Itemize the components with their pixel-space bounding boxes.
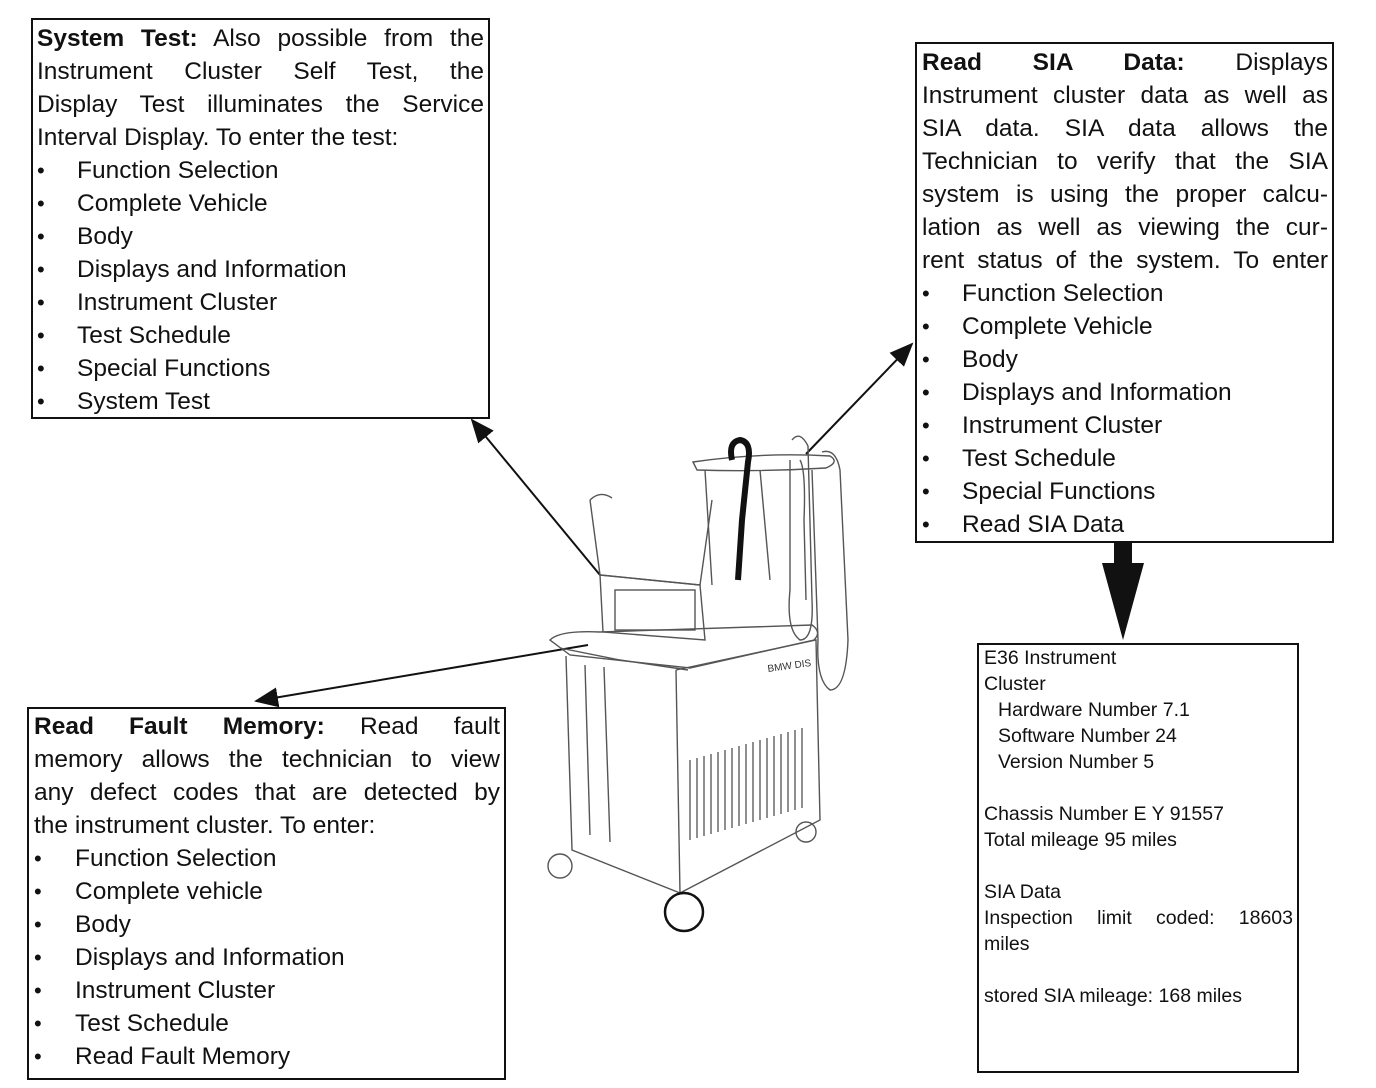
readout-inspection-limit-unit: miles [984, 933, 1030, 955]
system-test-callout: System Test: Also possible from the Inst… [31, 18, 490, 419]
list-item: Function Selection [922, 277, 1328, 310]
step-label: Instrument Cluster [75, 977, 276, 1004]
step-label: Body [962, 346, 1018, 373]
list-item: Special Functions [37, 352, 484, 385]
readout-software-number: Software Number 24 [998, 725, 1177, 747]
step-label: Special Functions [77, 355, 271, 382]
step-label: Function Selection [962, 280, 1164, 307]
list-item: Body [922, 343, 1328, 376]
readout-title-line-2: Cluster [984, 673, 1046, 695]
read-sia-steps: Function Selection Complete Vehicle Body… [922, 277, 1328, 541]
list-item: Displays and Information [34, 941, 500, 974]
list-item: Test Schedule [34, 1007, 500, 1040]
step-label: Read Fault Memory [75, 1043, 291, 1070]
read-fault-line-4: the instrument cluster. To enter: [34, 812, 376, 839]
system-test-text-1: Also possible from the [213, 25, 484, 52]
read-sia-line-1: Read SIA Data: Displays [922, 46, 1328, 79]
read-fault-line-2: memory allows the technician to view [34, 746, 500, 773]
step-label: Complete Vehicle [77, 190, 268, 217]
readout-hardware-number: Hardware Number 7.1 [998, 699, 1190, 721]
readout-total-mileage: Total mileage 95 miles [984, 829, 1177, 851]
step-label: Body [77, 223, 133, 250]
list-item: Displays and Information [922, 376, 1328, 409]
step-label: Function Selection [77, 157, 279, 184]
step-label: Test Schedule [962, 445, 1116, 472]
readout-title-line-1: E36 Instrument [984, 647, 1117, 669]
read-sia-line-4: Technician to verify that the SIA [922, 148, 1328, 175]
system-test-line-2: Instrument Cluster Self Test, the [37, 58, 484, 85]
read-fault-memory-callout: Read Fault Memory: Read fault memory all… [27, 707, 506, 1080]
read-sia-line-3: SIA data. SIA data allows the [922, 115, 1328, 142]
list-item: Function Selection [37, 154, 484, 187]
step-label: Test Schedule [77, 322, 231, 349]
read-sia-line-6: lation as well as viewing the cur- [922, 214, 1328, 241]
system-test-line-4: Interval Display. To enter the test: [37, 124, 399, 151]
list-item: Instrument Cluster [37, 286, 484, 319]
step-label: System Test [77, 388, 210, 415]
list-item: Complete Vehicle [922, 310, 1328, 343]
list-item: Body [37, 220, 484, 253]
step-label: Displays and Information [962, 379, 1232, 406]
read-sia-line-7: rent status of the system. To enter [922, 247, 1328, 274]
arrow-to-read-fault [254, 644, 589, 708]
down-arrow-to-readout [1102, 543, 1144, 640]
read-fault-line-1: Read Fault Memory: Read fault [34, 710, 500, 743]
step-label: Instrument Cluster [77, 289, 278, 316]
list-item: Body [34, 908, 500, 941]
read-sia-callout: Read SIA Data: Displays Instrument clust… [915, 42, 1334, 543]
step-label: Displays and Information [77, 256, 347, 283]
list-item: Read SIA Data [922, 508, 1328, 541]
readout-chassis-number: Chassis Number E Y 91557 [984, 803, 1224, 825]
read-fault-line-3: any defect codes that are detected by [34, 779, 500, 806]
list-item: System Test [37, 385, 484, 418]
system-test-line-3: Display Test illuminates the Service [37, 91, 484, 118]
readout-sia-header: SIA Data [984, 881, 1061, 903]
readout-inspection-limit: Inspection limit coded: 18603 [984, 907, 1293, 929]
step-label: Read SIA Data [962, 511, 1125, 538]
step-label: Function Selection [75, 845, 277, 872]
read-sia-line-5: system is using the proper calcu- [922, 181, 1328, 208]
read-fault-steps: Function Selection Complete vehicle Body… [34, 842, 500, 1073]
system-test-line-1: System Test: Also possible from the [37, 22, 484, 55]
step-label: Body [75, 911, 131, 938]
read-sia-heading: Read SIA Data: [922, 49, 1185, 76]
list-item: Special Functions [922, 475, 1328, 508]
readout-version-number: Version Number 5 [998, 751, 1155, 773]
read-fault-heading: Read Fault Memory: [34, 713, 325, 740]
step-label: Complete Vehicle [962, 313, 1153, 340]
list-item: Complete vehicle [34, 875, 500, 908]
arrow-to-read-sia [805, 342, 914, 455]
system-test-heading: System Test: [37, 25, 198, 52]
step-label: Displays and Information [75, 944, 345, 971]
list-item: Displays and Information [37, 253, 484, 286]
step-label: Special Functions [962, 478, 1156, 505]
list-item: Instrument Cluster [922, 409, 1328, 442]
tester-brand-label: BMW DIS [767, 658, 812, 675]
read-sia-line-2: Instrument cluster data as well as [922, 82, 1328, 109]
list-item: Test Schedule [922, 442, 1328, 475]
list-item: Complete Vehicle [37, 187, 484, 220]
list-item: Test Schedule [37, 319, 484, 352]
system-test-steps: Function Selection Complete Vehicle Body… [37, 154, 484, 418]
step-label: Test Schedule [75, 1010, 229, 1037]
tester-cart-illustration [547, 435, 849, 933]
list-item: Function Selection [34, 842, 500, 875]
list-item: Read Fault Memory [34, 1040, 500, 1073]
list-item: Instrument Cluster [34, 974, 500, 1007]
read-sia-text-1: Displays [1235, 49, 1328, 76]
sia-readout-panel: E36 Instrument Cluster Hardware Number 7… [977, 643, 1299, 1073]
step-label: Complete vehicle [75, 878, 263, 905]
step-label: Instrument Cluster [962, 412, 1163, 439]
arrow-to-system-test [470, 418, 601, 576]
read-fault-text-1: Read fault [359, 713, 501, 740]
readout-stored-sia-mileage: stored SIA mileage: 168 miles [984, 985, 1242, 1007]
